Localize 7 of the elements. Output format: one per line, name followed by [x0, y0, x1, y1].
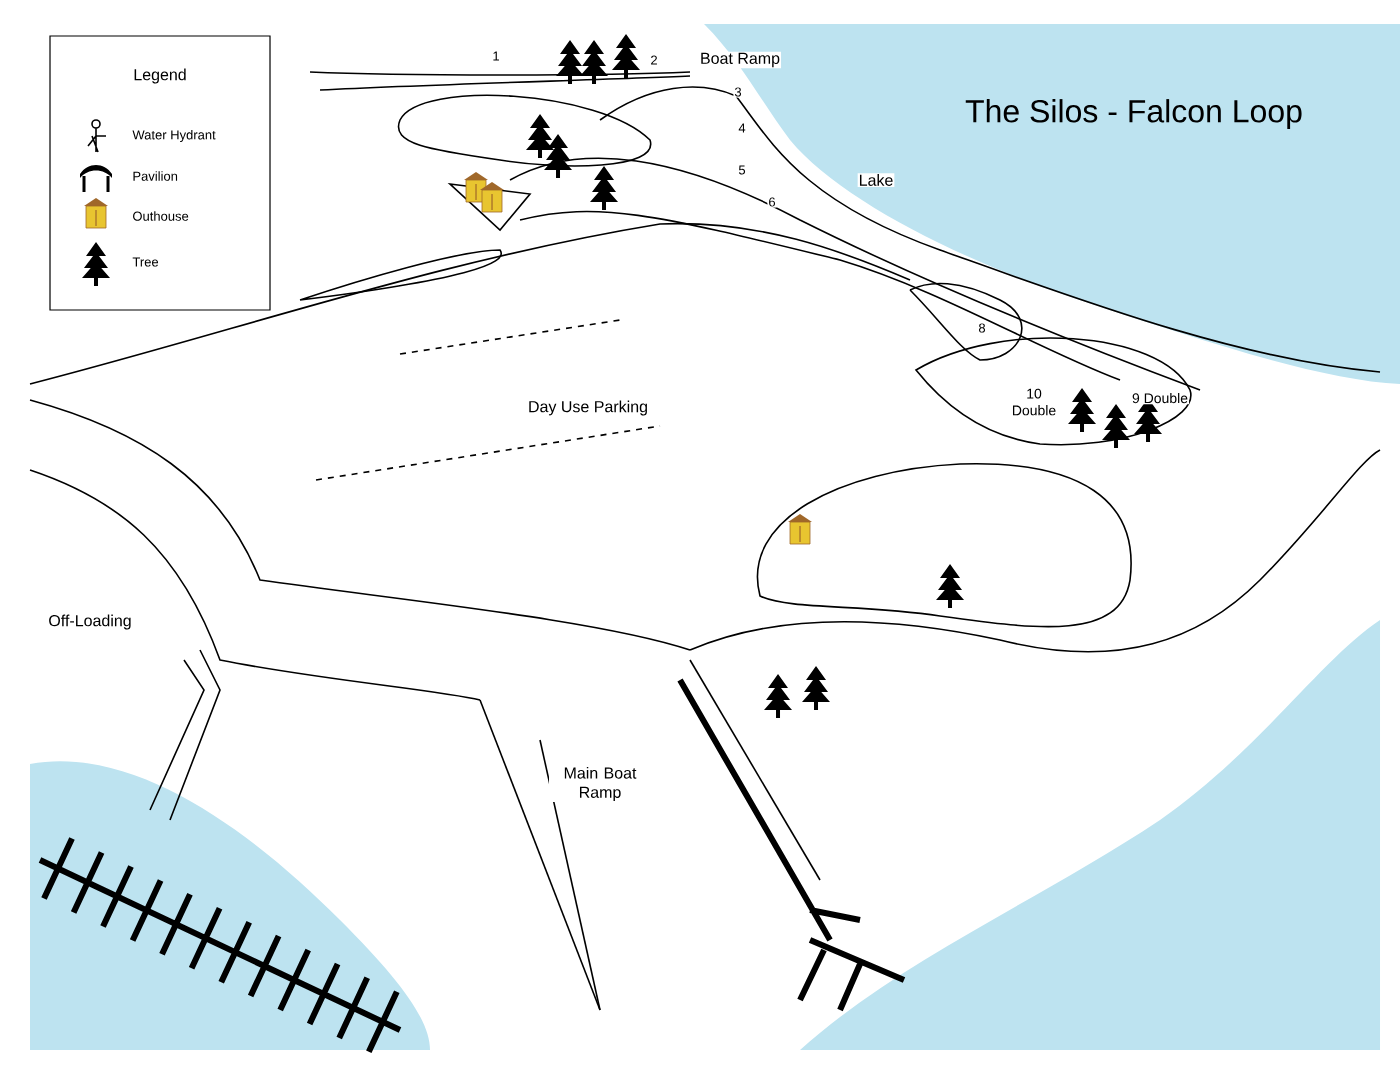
area-label: Day Use Parking [527, 399, 650, 417]
map-title: The Silos - Falcon Loop [965, 99, 1302, 129]
area-label: Off-Loading [47, 613, 133, 631]
legend-heading: Legend [132, 67, 188, 85]
area-label: Boat Ramp [699, 51, 782, 69]
area-label: Lake [857, 173, 895, 187]
area-label: Main Boat Ramp [549, 765, 651, 803]
